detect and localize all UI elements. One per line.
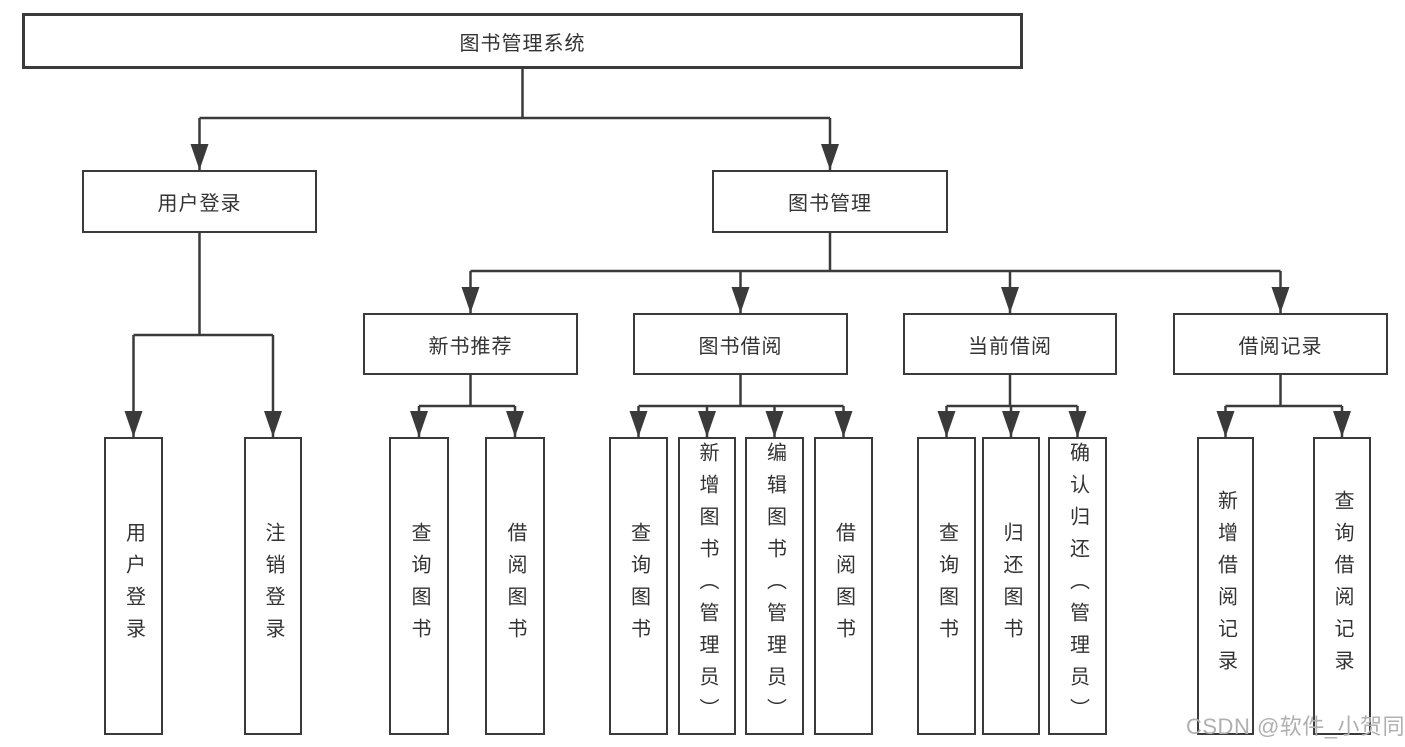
leaf-query-books-3-label: 查询图书 xyxy=(935,522,958,650)
leaf-return-book: 归还图书 xyxy=(982,437,1040,735)
leaf-add-borrow-record-label: 新增借阅记录 xyxy=(1214,490,1237,682)
leaf-user-login-label: 用户登录 xyxy=(122,522,145,650)
node-user-login-label: 用户登录 xyxy=(157,193,242,215)
leaf-user-login: 用户登录 xyxy=(104,437,163,735)
leaf-borrow-books-1-label: 借阅图书 xyxy=(504,522,526,650)
leaf-add-book-admin-label: 新增图书（管理员） xyxy=(696,442,718,730)
node-user-login: 用户登录 xyxy=(82,170,317,233)
leaf-query-books-1-label: 查询图书 xyxy=(408,522,430,650)
connector-root-to-level2 xyxy=(190,68,839,170)
connector-book-management-children xyxy=(461,233,1290,313)
leaf-borrow-books-2-label: 借阅图书 xyxy=(832,522,855,650)
node-borrow-records: 借阅记录 xyxy=(1173,313,1388,375)
leaf-confirm-return-admin-label: 确认归还（管理员） xyxy=(1066,442,1089,730)
node-current-borrowing-label: 当前借阅 xyxy=(968,335,1052,358)
connector-user-login-children xyxy=(124,233,282,437)
leaf-edit-book-admin-label: 编辑图书（管理员） xyxy=(763,442,786,730)
leaf-logout: 注销登录 xyxy=(244,437,302,735)
connector-borrow-records-children xyxy=(1216,375,1351,437)
node-book-management: 图书管理 xyxy=(712,170,948,233)
leaf-query-borrow-record: 查询借阅记录 xyxy=(1313,437,1371,735)
node-book-management-label: 图书管理 xyxy=(788,193,872,215)
leaf-borrow-books-2: 借阅图书 xyxy=(814,437,873,735)
node-root-label: 图书管理系统 xyxy=(459,32,586,55)
node-borrow-records-label: 借阅记录 xyxy=(1238,335,1323,358)
leaf-return-book-label: 归还图书 xyxy=(1000,522,1022,650)
leaf-query-borrow-record-label: 查询借阅记录 xyxy=(1331,490,1353,682)
node-book-borrowing: 图书借阅 xyxy=(633,313,848,375)
node-new-book-recommend-label: 新书推荐 xyxy=(428,335,513,358)
leaf-borrow-books-1: 借阅图书 xyxy=(485,437,545,735)
leaf-add-book-admin: 新增图书（管理员） xyxy=(678,437,736,735)
watermark: CSDN @软件_小贺同学 xyxy=(1186,714,1405,739)
leaf-confirm-return-admin: 确认归还（管理员） xyxy=(1048,437,1107,735)
connector-book-borrowing-children xyxy=(629,375,853,437)
node-book-borrowing-label: 图书借阅 xyxy=(698,335,783,358)
node-new-book-recommend: 新书推荐 xyxy=(363,313,578,375)
leaf-query-books-1: 查询图书 xyxy=(389,437,449,735)
connector-current-borrowing-children xyxy=(937,375,1087,437)
leaf-edit-book-admin: 编辑图书（管理员） xyxy=(745,437,804,735)
leaf-query-books-2: 查询图书 xyxy=(609,437,668,735)
leaf-query-books-3: 查询图书 xyxy=(917,437,976,735)
leaf-add-borrow-record: 新增借阅记录 xyxy=(1197,437,1254,735)
node-current-borrowing: 当前借阅 xyxy=(903,313,1117,375)
leaf-query-books-2-label: 查询图书 xyxy=(627,522,650,650)
leaf-logout-label: 注销登录 xyxy=(262,522,284,650)
connector-new-book-recommend-children xyxy=(410,375,524,437)
node-root: 图书管理系统 xyxy=(22,13,1023,69)
